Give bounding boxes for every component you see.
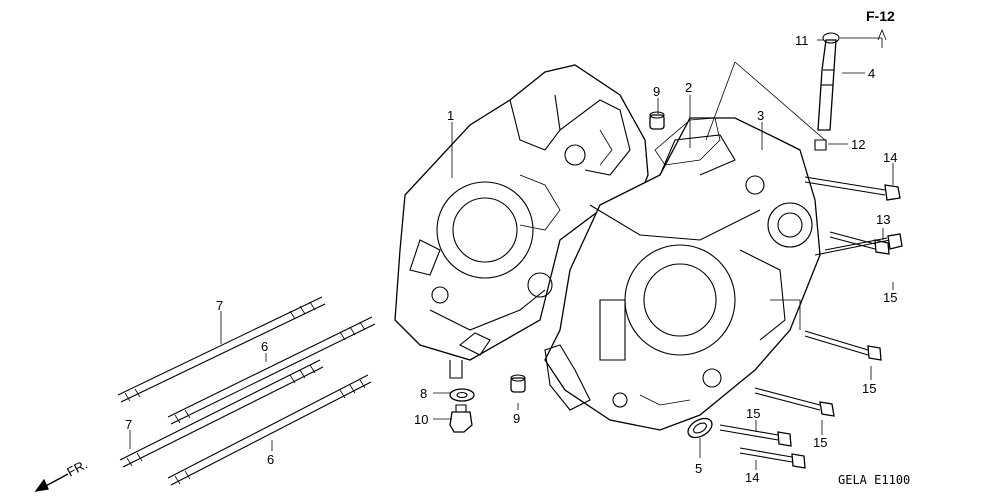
callout-6-lower: 6 <box>267 452 274 467</box>
flange-bolt-15-a <box>814 233 903 256</box>
flange-bolt-14-top <box>804 176 901 201</box>
breather-tube <box>817 39 837 131</box>
callout-10: 10 <box>414 412 428 427</box>
drain-plug <box>449 404 473 433</box>
callout-15-a: 15 <box>883 290 897 305</box>
callout-4: 4 <box>868 66 875 81</box>
front-direction-label: FR. <box>64 457 90 480</box>
figure-reference: F-12 <box>866 8 895 24</box>
dowel-pin-upper <box>649 111 665 130</box>
front-direction-arrow: FR. <box>34 457 90 492</box>
sealing-washer <box>449 388 475 402</box>
flange-bolt-14-bottom <box>739 447 806 469</box>
callout-14-top: 14 <box>883 150 897 165</box>
tube-clip <box>822 32 840 44</box>
callout-15-b: 15 <box>862 381 876 396</box>
callout-14-bottom: 14 <box>745 470 759 485</box>
stud-bolt-6-lower <box>167 374 372 486</box>
callout-9-lower: 9 <box>513 411 520 426</box>
stud-bolt-7-upper <box>117 296 326 403</box>
flange-bolt-15-d <box>719 424 792 447</box>
stud-bolt-6-upper <box>167 316 376 425</box>
right-crankcase-half <box>544 117 821 431</box>
callout-7-upper: 7 <box>216 298 223 313</box>
drawing-code: GELA E1100 <box>838 473 910 487</box>
callout-7-lower: 7 <box>125 417 132 432</box>
callout-15-d: 15 <box>813 435 827 450</box>
callout-13: 13 <box>876 212 890 227</box>
stud-bolt-7-lower <box>119 359 324 468</box>
callout-labels: 1 2 3 4 5 6 6 7 7 8 9 9 10 11 12 13 14 1… <box>125 33 897 485</box>
flange-bolt-15-b <box>804 330 882 361</box>
callout-11: 11 <box>795 33 809 48</box>
callout-8: 8 <box>420 386 427 401</box>
breather-fitting <box>814 139 827 151</box>
callout-5: 5 <box>695 461 702 476</box>
callout-15-c: 15 <box>746 406 760 421</box>
callout-6-upper: 6 <box>261 339 268 354</box>
callout-1: 1 <box>447 108 454 123</box>
flange-bolt-15-c <box>754 387 835 417</box>
o-ring <box>687 417 713 439</box>
callout-3: 3 <box>757 108 764 123</box>
callout-2: 2 <box>685 80 692 95</box>
left-crankcase-half <box>394 64 649 379</box>
dowel-pin-lower <box>510 374 526 393</box>
callout-9-upper: 9 <box>653 84 660 99</box>
callout-12: 12 <box>851 137 865 152</box>
leader-lines <box>129 39 894 470</box>
